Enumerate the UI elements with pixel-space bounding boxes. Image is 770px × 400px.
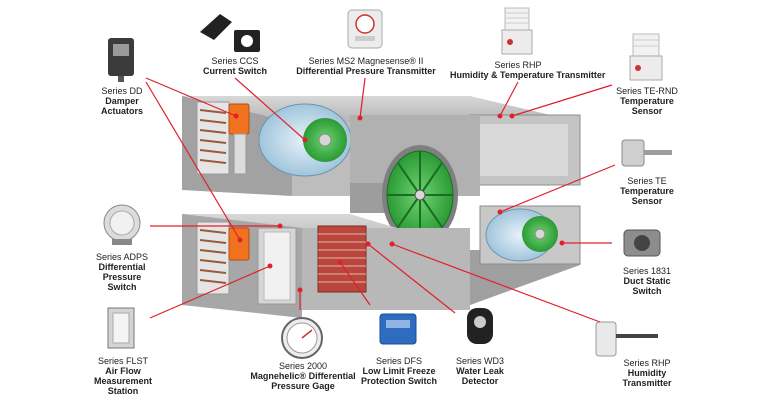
upper-actuator-side [233,133,247,175]
label-wd3-name2: Detector [461,376,499,386]
label-dfs-name2: Protection Switch [360,376,437,386]
upper-damper-blades [199,109,227,164]
label-dd-name1: Damper [105,96,139,106]
label-adps-name1: Differential [98,262,146,272]
label-1831-series: Series 1831 [622,266,672,276]
label-rhp2-name2: Transmitter [622,378,672,388]
pressure-switch-icon [103,204,141,245]
freeze-switch-icon [379,313,417,345]
label-te: Series TE Temperature Sensor [612,176,682,206]
label-flst: Series FLST Air Flow Measurement Station [88,356,158,396]
leader-te [499,164,616,213]
label-adps-name2: Pressure [102,272,142,282]
leader-rhp2 [391,243,601,323]
label-te-name2: Sensor [631,196,663,206]
label-dd: Series DD Damper Actuators [96,86,148,116]
pressure-transmitter-icon [347,9,383,49]
label-rhp1-series: Series RHP [494,60,542,70]
lower-damper-blades [199,229,227,284]
upper-fan-hub [318,133,332,147]
duct-temperature-probe-icon [621,139,672,167]
label-ccs: Series CCS Current Switch [200,56,270,76]
label-dd-name2: Actuators [100,106,143,116]
label-ms2: Series MS2 Magnesense® II Differential P… [296,56,436,76]
label-dfs: Series DFS Low Limit Freeze Protection S… [356,356,442,386]
label-wd3: Series WD3 Water Leak Detector [448,356,512,386]
label-ternd-name1: Temperature [620,96,674,106]
label-wd3-series: Series WD3 [455,356,504,366]
upper-actuator [228,103,250,135]
label-1831-name1: Duct Static [623,276,671,286]
duct-humidity-probe-icon [595,321,658,357]
label-flst-name3: Station [107,386,139,396]
label-1831: Series 1831 Duct Static Switch [612,266,682,296]
leader-lines [145,77,616,323]
label-rhp2-name1: Humidity [627,368,667,378]
airflow-station-icon [107,307,135,349]
leader-ccs [234,77,306,141]
duct-static-switch-icon [623,229,661,257]
label-dd-series: Series DD [101,86,143,96]
leader-dd-lower [145,81,241,241]
label-dfs-series: Series DFS [375,356,422,366]
label-ternd-series: Series TE-RND [616,86,678,96]
cooling-coil [317,225,367,293]
leader-rhp1 [499,81,519,117]
label-ternd: Series TE-RND Temperature Sensor [612,86,682,116]
label-te-series: Series TE [627,176,667,186]
leader-dfs [339,261,371,306]
leader-ms2 [359,77,366,119]
leak-detector-icon [467,308,493,344]
label-2000-name1: Magnehelic® Differential [250,371,356,381]
pressure-gage-icon [281,317,323,359]
coil-fins [318,233,366,283]
label-2000: Series 2000 Magnehelic® Differential Pre… [248,361,358,391]
leader-dots [233,113,565,293]
label-ternd-name2: Sensor [631,106,663,116]
air-handling-unit [182,96,581,318]
damper-actuator-icon [108,38,134,82]
current-switch-icon [200,14,260,52]
label-adps-series: Series ADPS [95,252,149,262]
upper-right-duct-inner [480,124,568,176]
label-ms2-name1: Differential Pressure Transmitter [296,66,436,76]
wheel-hub [414,189,426,201]
label-ccs-name1: Current Switch [202,66,267,76]
label-adps-name3: Switch [107,282,137,292]
label-flst-name1: Air Flow [105,366,141,376]
label-flst-series: Series FLST [97,356,148,366]
label-flst-name2: Measurement [93,376,153,386]
label-1831-name2: Switch [632,286,662,296]
leader-ternd [511,84,613,117]
label-rhp1: Series RHP Humidity & Temperature Transm… [450,60,606,80]
label-rhp2-series: Series RHP [623,358,671,368]
label-2000-series: Series 2000 [278,361,328,371]
lower-actuator [228,227,250,261]
label-ccs-series: Series CCS [211,56,259,66]
leader-dd-upper [145,77,237,117]
temperature-sensor-icon [629,33,663,81]
label-adps: Series ADPS Differential Pressure Switch [92,252,152,292]
label-rhp1-name1: Humidity & Temperature Transmitter [450,70,606,80]
label-te-name1: Temperature [620,186,674,196]
label-wd3-name1: Water Leak [456,366,504,376]
leader-wd3 [367,243,456,314]
label-ms2-series: Series MS2 Magnesense® II [308,56,424,66]
lower-filter [263,231,291,301]
label-rhp2: Series RHP Humidity Transmitter [612,358,682,388]
lower-fan-hub [534,228,546,240]
humidity-transmitter-icon [501,7,533,55]
label-dfs-name1: Low Limit Freeze [362,366,436,376]
leader-flst [149,265,271,319]
label-2000-name2: Pressure Gage [271,381,335,391]
